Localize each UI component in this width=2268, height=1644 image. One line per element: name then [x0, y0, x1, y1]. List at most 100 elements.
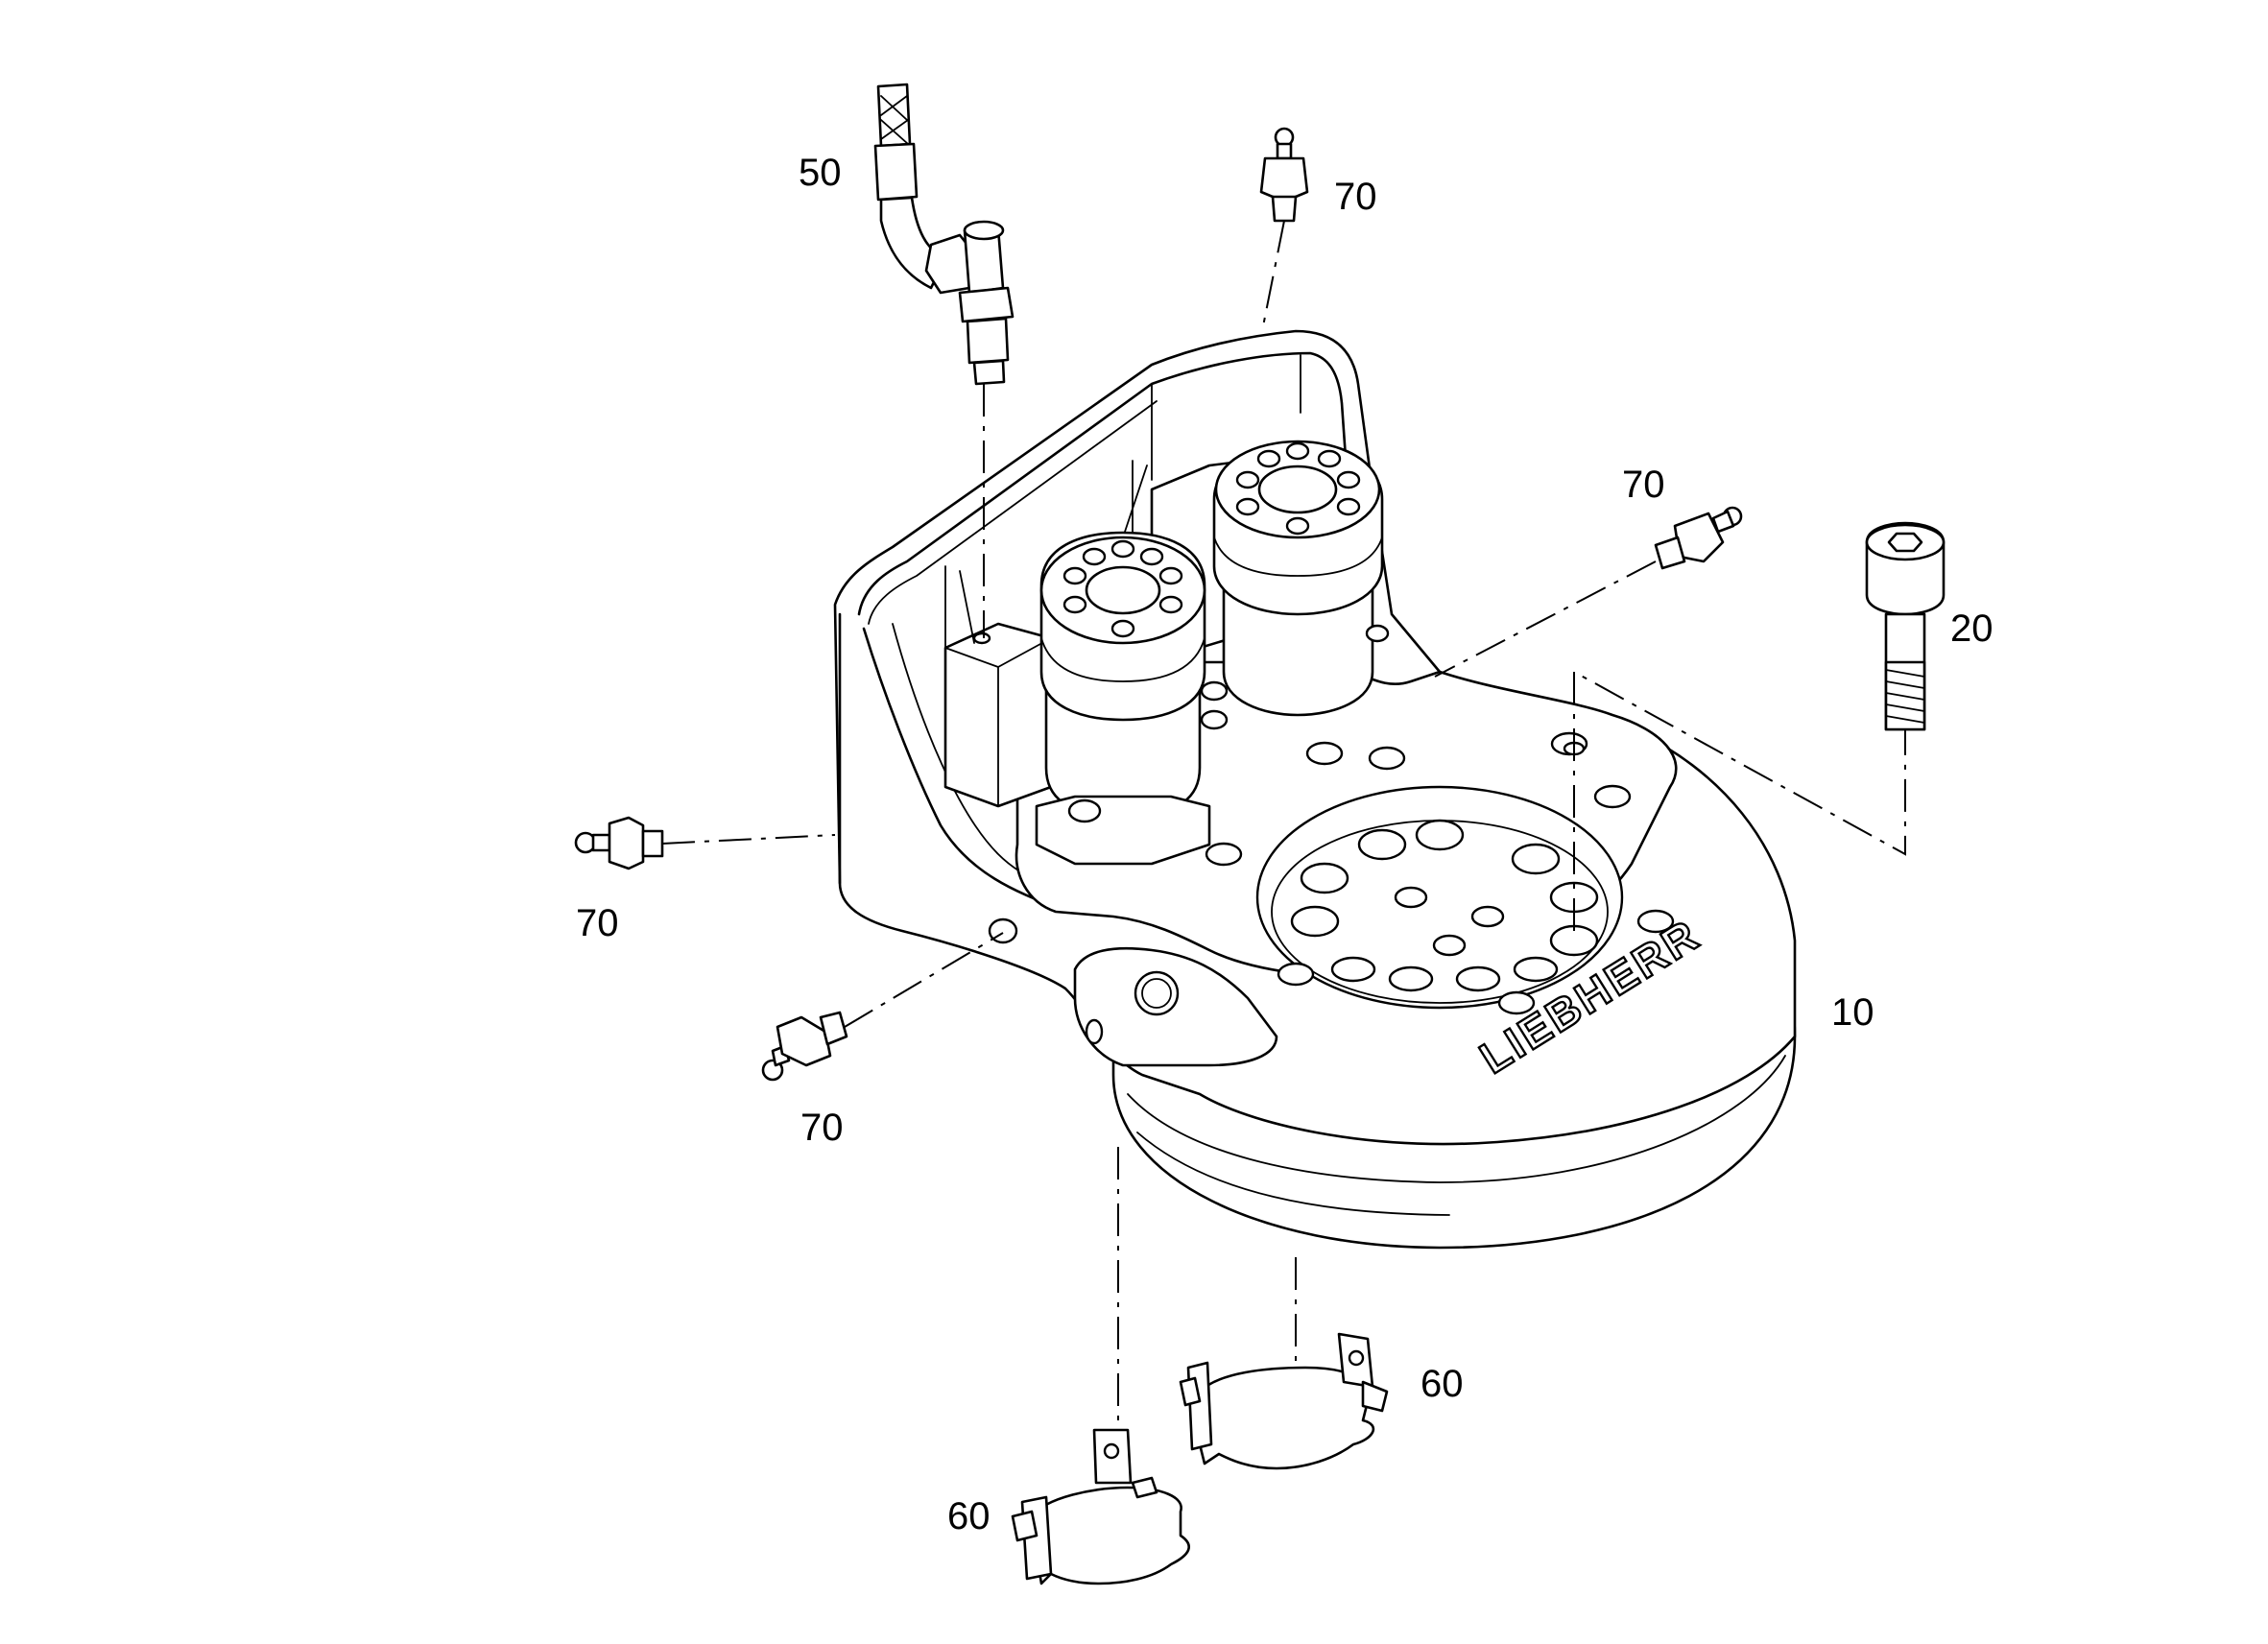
center-line-70-lower [844, 932, 1004, 1028]
callout-70-lower: 70 [800, 1107, 844, 1149]
right-cylinder-cap-line [1213, 536, 1383, 577]
callout-60-lower: 60 [947, 1495, 991, 1537]
hose-fitting-part-50 [873, 83, 1015, 386]
right-cylinder-boss [1257, 465, 1338, 514]
nipple-thread [1271, 195, 1298, 223]
tee-thread [966, 317, 1010, 365]
bore-hole [1357, 828, 1407, 861]
cover-part-60-lower [1011, 1428, 1190, 1585]
nipple-hex [608, 816, 645, 870]
nipple-thread [1654, 536, 1686, 570]
bore-hole [1330, 956, 1376, 983]
grease-nipple-right [1654, 506, 1743, 570]
tee-nipple [972, 359, 1006, 386]
cover-clip-nut [1011, 1510, 1039, 1542]
left-cylinder-boss [1085, 565, 1161, 615]
cover-tab-right [1131, 1476, 1158, 1499]
plate-hole [1593, 784, 1632, 809]
grease-nipple-left [574, 816, 664, 870]
bolt-head [1082, 547, 1107, 566]
bolt-head [1256, 449, 1281, 468]
bracket-fin [944, 565, 975, 649]
cap-screw-part-20 [1865, 521, 1946, 731]
cover-plate [1198, 1366, 1375, 1470]
nipple-neck [591, 833, 611, 852]
left-cylinder-cap-line [1040, 637, 1206, 682]
cover-plate [1030, 1486, 1190, 1585]
screw-thread-lines [1885, 669, 1925, 724]
left-cylinder-side-bolt-2 [1200, 709, 1229, 730]
hose-ferrule [873, 142, 919, 202]
nipple-hex [1259, 156, 1309, 203]
callout-60-upper: 60 [1420, 1363, 1464, 1405]
base-ring-step-2 [1136, 1132, 1450, 1216]
grease-nipple-top [1259, 127, 1309, 223]
bore-hole [1388, 965, 1434, 992]
left-cylinder-base-bolt [1067, 798, 1102, 823]
cover-tab-hole [1103, 1442, 1120, 1460]
plate-holes [988, 731, 1675, 1015]
center-line-70-top [1261, 220, 1285, 332]
bolt-head [1062, 595, 1087, 614]
right-cylinder-side-bolt [1365, 624, 1390, 643]
shroud-inner-rim-2 [868, 400, 1158, 625]
flange-ear [1073, 946, 1278, 1067]
center-line-70-left [661, 834, 836, 845]
center-line-20 [1573, 670, 1906, 931]
bolt-head [1062, 566, 1087, 585]
cover-clip-nut [1179, 1376, 1202, 1407]
plate-hole [1277, 962, 1315, 987]
right-cylinder-bolts [1235, 441, 1361, 536]
base-ring-step [1127, 1055, 1786, 1183]
left-cylinder-bolts [1062, 539, 1183, 638]
tee-lower-nut [958, 286, 1015, 323]
cover-clip [1186, 1361, 1213, 1451]
cover-part-60-upper [1179, 1332, 1389, 1470]
nipple-hex [776, 1015, 832, 1067]
cover-tab-hole [1348, 1349, 1365, 1367]
tee-top-cap [963, 220, 1005, 241]
hose-sleeve [876, 83, 912, 148]
callout-70-left: 70 [576, 902, 619, 944]
callout-20: 20 [1950, 608, 1993, 650]
callout-50: 50 [799, 152, 842, 194]
assembly-center-lines [661, 220, 1906, 1425]
center-line-70-right [1434, 560, 1657, 678]
bolt-head [1285, 441, 1310, 461]
bore-hole [1511, 843, 1561, 875]
bore-holes [1290, 819, 1599, 992]
plate-hole [1636, 909, 1675, 934]
bore-hole [1415, 819, 1465, 851]
bolt-head [1285, 516, 1310, 536]
bracket-fin-right [1122, 460, 1148, 538]
nipple-thread [641, 829, 664, 858]
left-cylinder-base [1035, 795, 1211, 866]
bore-hole [1290, 905, 1340, 938]
housing-part-10: LIEBHERR [833, 329, 1797, 1250]
bore-hole [1455, 965, 1501, 992]
bolt-head [1110, 539, 1135, 559]
callout-10: 10 [1831, 991, 1874, 1034]
bolt-head [1139, 547, 1164, 566]
grease-nipple-lower-left [761, 1011, 848, 1082]
callout-70-right: 70 [1622, 464, 1665, 506]
screw-hex-socket [1887, 532, 1923, 553]
plate-hole [1305, 741, 1344, 766]
callout-70-top: 70 [1334, 176, 1377, 218]
hose-braid [880, 95, 909, 145]
nipple-thread [819, 1011, 848, 1046]
ear-side-hole [1085, 1018, 1104, 1045]
bolt-head [1235, 497, 1260, 516]
bore-hole [1300, 862, 1349, 894]
bolt-head [1336, 470, 1361, 489]
bolt-head [1158, 566, 1183, 585]
bracket-block-face [944, 637, 1052, 807]
bolt-head [1235, 470, 1260, 489]
bolt-head [1110, 619, 1135, 638]
shroud-inner-rim [857, 351, 1350, 616]
plate-hole [1497, 990, 1536, 1015]
bore-hole [1470, 905, 1505, 928]
bracket-hole [972, 631, 991, 645]
bolt-head [1317, 449, 1342, 468]
flange-ear-hole-inner [1141, 978, 1172, 1009]
